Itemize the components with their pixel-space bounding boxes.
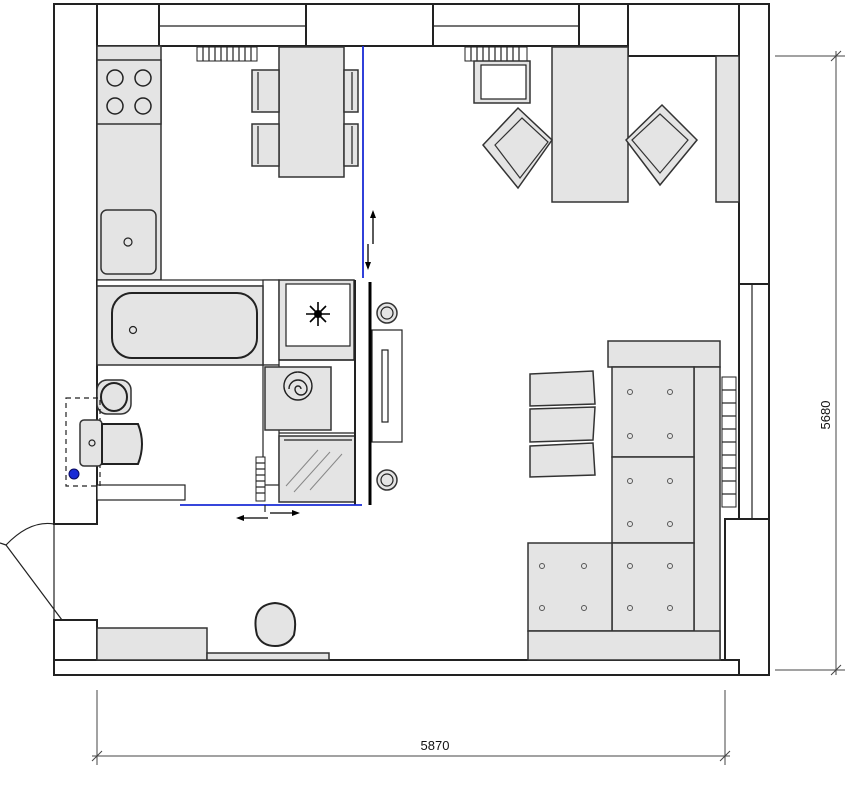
shower bbox=[278, 435, 356, 503]
dining-table bbox=[251, 46, 359, 178]
kitchen-counter bbox=[96, 45, 162, 281]
bathtub bbox=[96, 285, 264, 366]
washing-machine bbox=[264, 366, 332, 431]
entrance-door bbox=[0, 522, 63, 621]
radiator-kitchen bbox=[196, 46, 258, 62]
work-table bbox=[551, 46, 629, 203]
towel-radiator bbox=[255, 456, 266, 502]
width-dimension-label: 5870 bbox=[421, 738, 450, 753]
armchair-left bbox=[482, 106, 553, 190]
glass-partition bbox=[362, 46, 376, 278]
ottomans bbox=[529, 370, 596, 478]
height-dimension-label: 5680 bbox=[818, 401, 833, 430]
bathroom-sliding-door bbox=[180, 504, 362, 521]
small-cabinet bbox=[473, 60, 531, 104]
dimension-height: 5680 bbox=[775, 50, 845, 676]
stool bbox=[254, 601, 297, 648]
inner-walls-bathroom bbox=[279, 280, 356, 505]
sink-bathroom bbox=[96, 379, 132, 415]
hallway-cabinet bbox=[96, 627, 330, 661]
armchair-right bbox=[625, 103, 699, 187]
dimension-width: 5870 bbox=[91, 690, 731, 765]
sofa bbox=[527, 340, 721, 661]
fridge-box bbox=[278, 279, 355, 361]
radiator-living bbox=[721, 376, 737, 508]
wardrobe-right bbox=[715, 55, 740, 203]
outer-walls bbox=[53, 3, 770, 676]
toilet bbox=[65, 397, 143, 487]
tv-block bbox=[368, 282, 403, 505]
radiator-right bbox=[464, 46, 528, 62]
